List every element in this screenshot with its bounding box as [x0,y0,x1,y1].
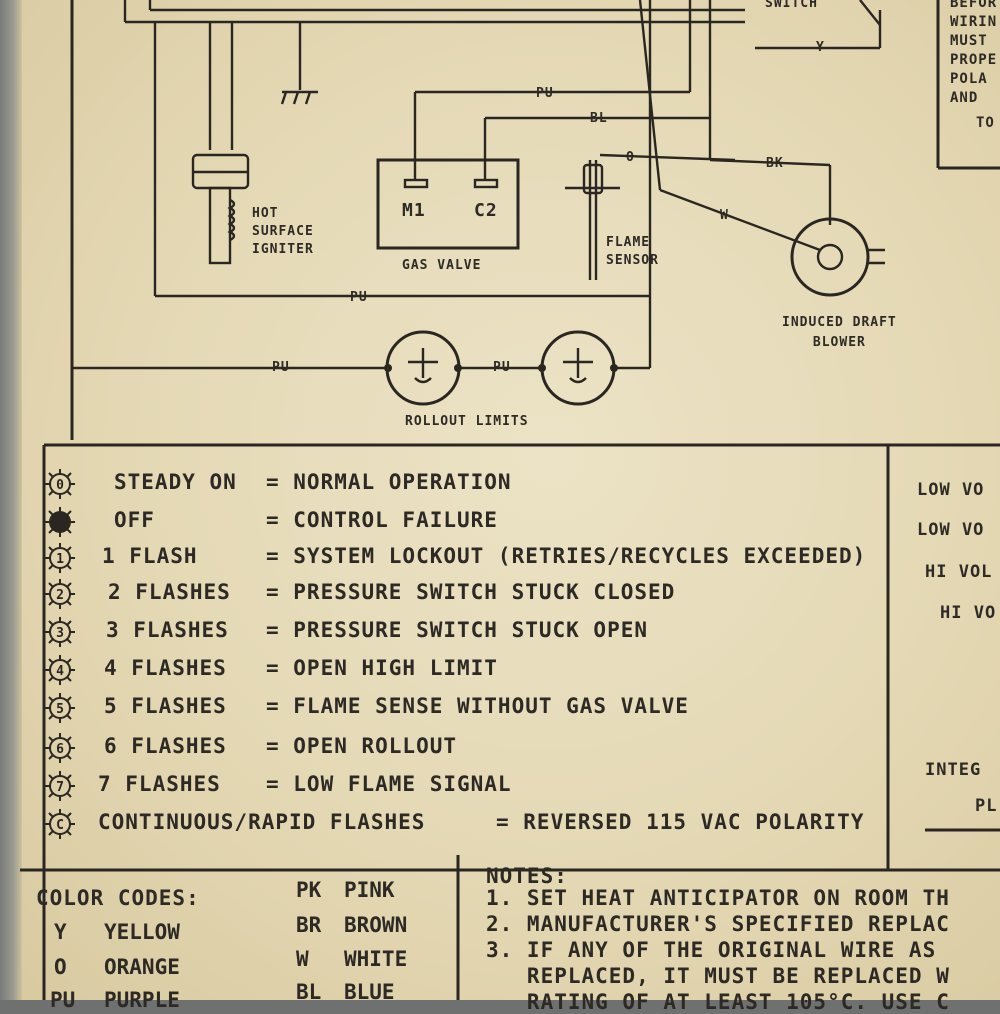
right-table-row: INTEG [925,760,982,780]
wire-label-bl: BL [590,111,608,126]
led-1-flash-icon: 1 [45,543,75,573]
svg-text:C: C [56,818,64,833]
wire-label-o: O [626,150,635,165]
svg-text:5: 5 [56,702,64,717]
color-code: W [296,947,309,971]
color-name: BROWN [344,913,408,937]
blower-label: INDUCED DRAFT BLOWER [782,315,897,350]
led-2-flashes-icon: 2 [45,579,75,609]
gas-valve-c2-label: C2 [474,200,498,221]
right-table-row: HI VOL [925,562,993,582]
color-code: O [54,955,67,979]
wire-label-y: Y [816,40,825,55]
led-7-flashes-icon: 7 [45,771,75,801]
gas-valve-m1-label: M1 [402,200,426,221]
svg-text:2: 2 [56,588,64,603]
color-code: BL [296,980,322,1004]
svg-text:1: 1 [56,552,64,567]
led-5-flashes-icon: 5 [45,693,75,723]
led-3-flashes-icon: 3 [45,617,75,647]
rollout-limits-label: ROLLOUT LIMITS [405,414,529,429]
svg-text:3: 3 [56,626,64,641]
color-name: WHITE [344,947,408,971]
color-name: PINK [344,878,395,902]
note-line: REPLACED, IT MUST BE REPLACED W [486,964,950,988]
note-line: RATING OF AT LEAST 105°C. USE C [486,990,950,1014]
notes-title: NOTES: [486,864,568,888]
svg-text:6: 6 [56,742,64,757]
wire-label-bk: BK [766,156,784,171]
svg-text:4: 4 [56,664,64,679]
right-table-row: LOW VO [917,520,985,540]
led-steady-icon: 0 [45,469,75,499]
right-table-row: PL [975,796,998,816]
note-line: 3. IF ANY OF THE ORIGINAL WIRE AS [486,938,937,962]
right-table-row: HI VO [940,603,997,623]
switch-label: SWITCH [765,0,818,11]
color-name: ORANGE [104,955,180,979]
color-code: BR [296,913,322,937]
wire-label-pu-rollout-mid: PU [493,360,511,375]
wire-label-pu-lower: PU [350,290,368,305]
color-code: PU [50,988,76,1012]
led-4-flashes-icon: 4 [45,655,75,685]
led-continuous-icon: C [45,809,75,839]
gas-valve-label: GAS VALVE [402,258,482,273]
svg-text:0: 0 [56,478,64,493]
paper-edge [0,0,22,1000]
warning-box: BEFOR WIRIN MUST PROPE POLA AND TO [950,0,998,131]
color-name: BLUE [344,980,395,1004]
color-name: PURPLE [104,988,180,1012]
color-codes-title: COLOR CODES: [36,886,200,910]
wire-label-pu: PU [536,86,554,101]
color-code: PK [296,878,322,902]
wire-label-pu-rollout-left: PU [272,360,290,375]
wire-label-w: W [720,208,729,223]
led-6-flashes-icon: 6 [45,733,75,763]
right-table-row: LOW VO [917,480,985,500]
note-line: 2. MANUFACTURER'S SPECIFIED REPLAC [486,912,950,936]
note-line: 1. SET HEAT ANTICIPATOR ON ROOM TH [486,886,950,910]
color-code: Y [54,920,67,944]
svg-text:7: 7 [56,780,64,795]
color-name: YELLOW [104,920,180,944]
igniter-label: HOT SURFACE IGNITER [252,206,314,257]
flame-sensor-label: FLAME SENSOR [606,235,659,268]
led-off-icon [45,507,75,537]
